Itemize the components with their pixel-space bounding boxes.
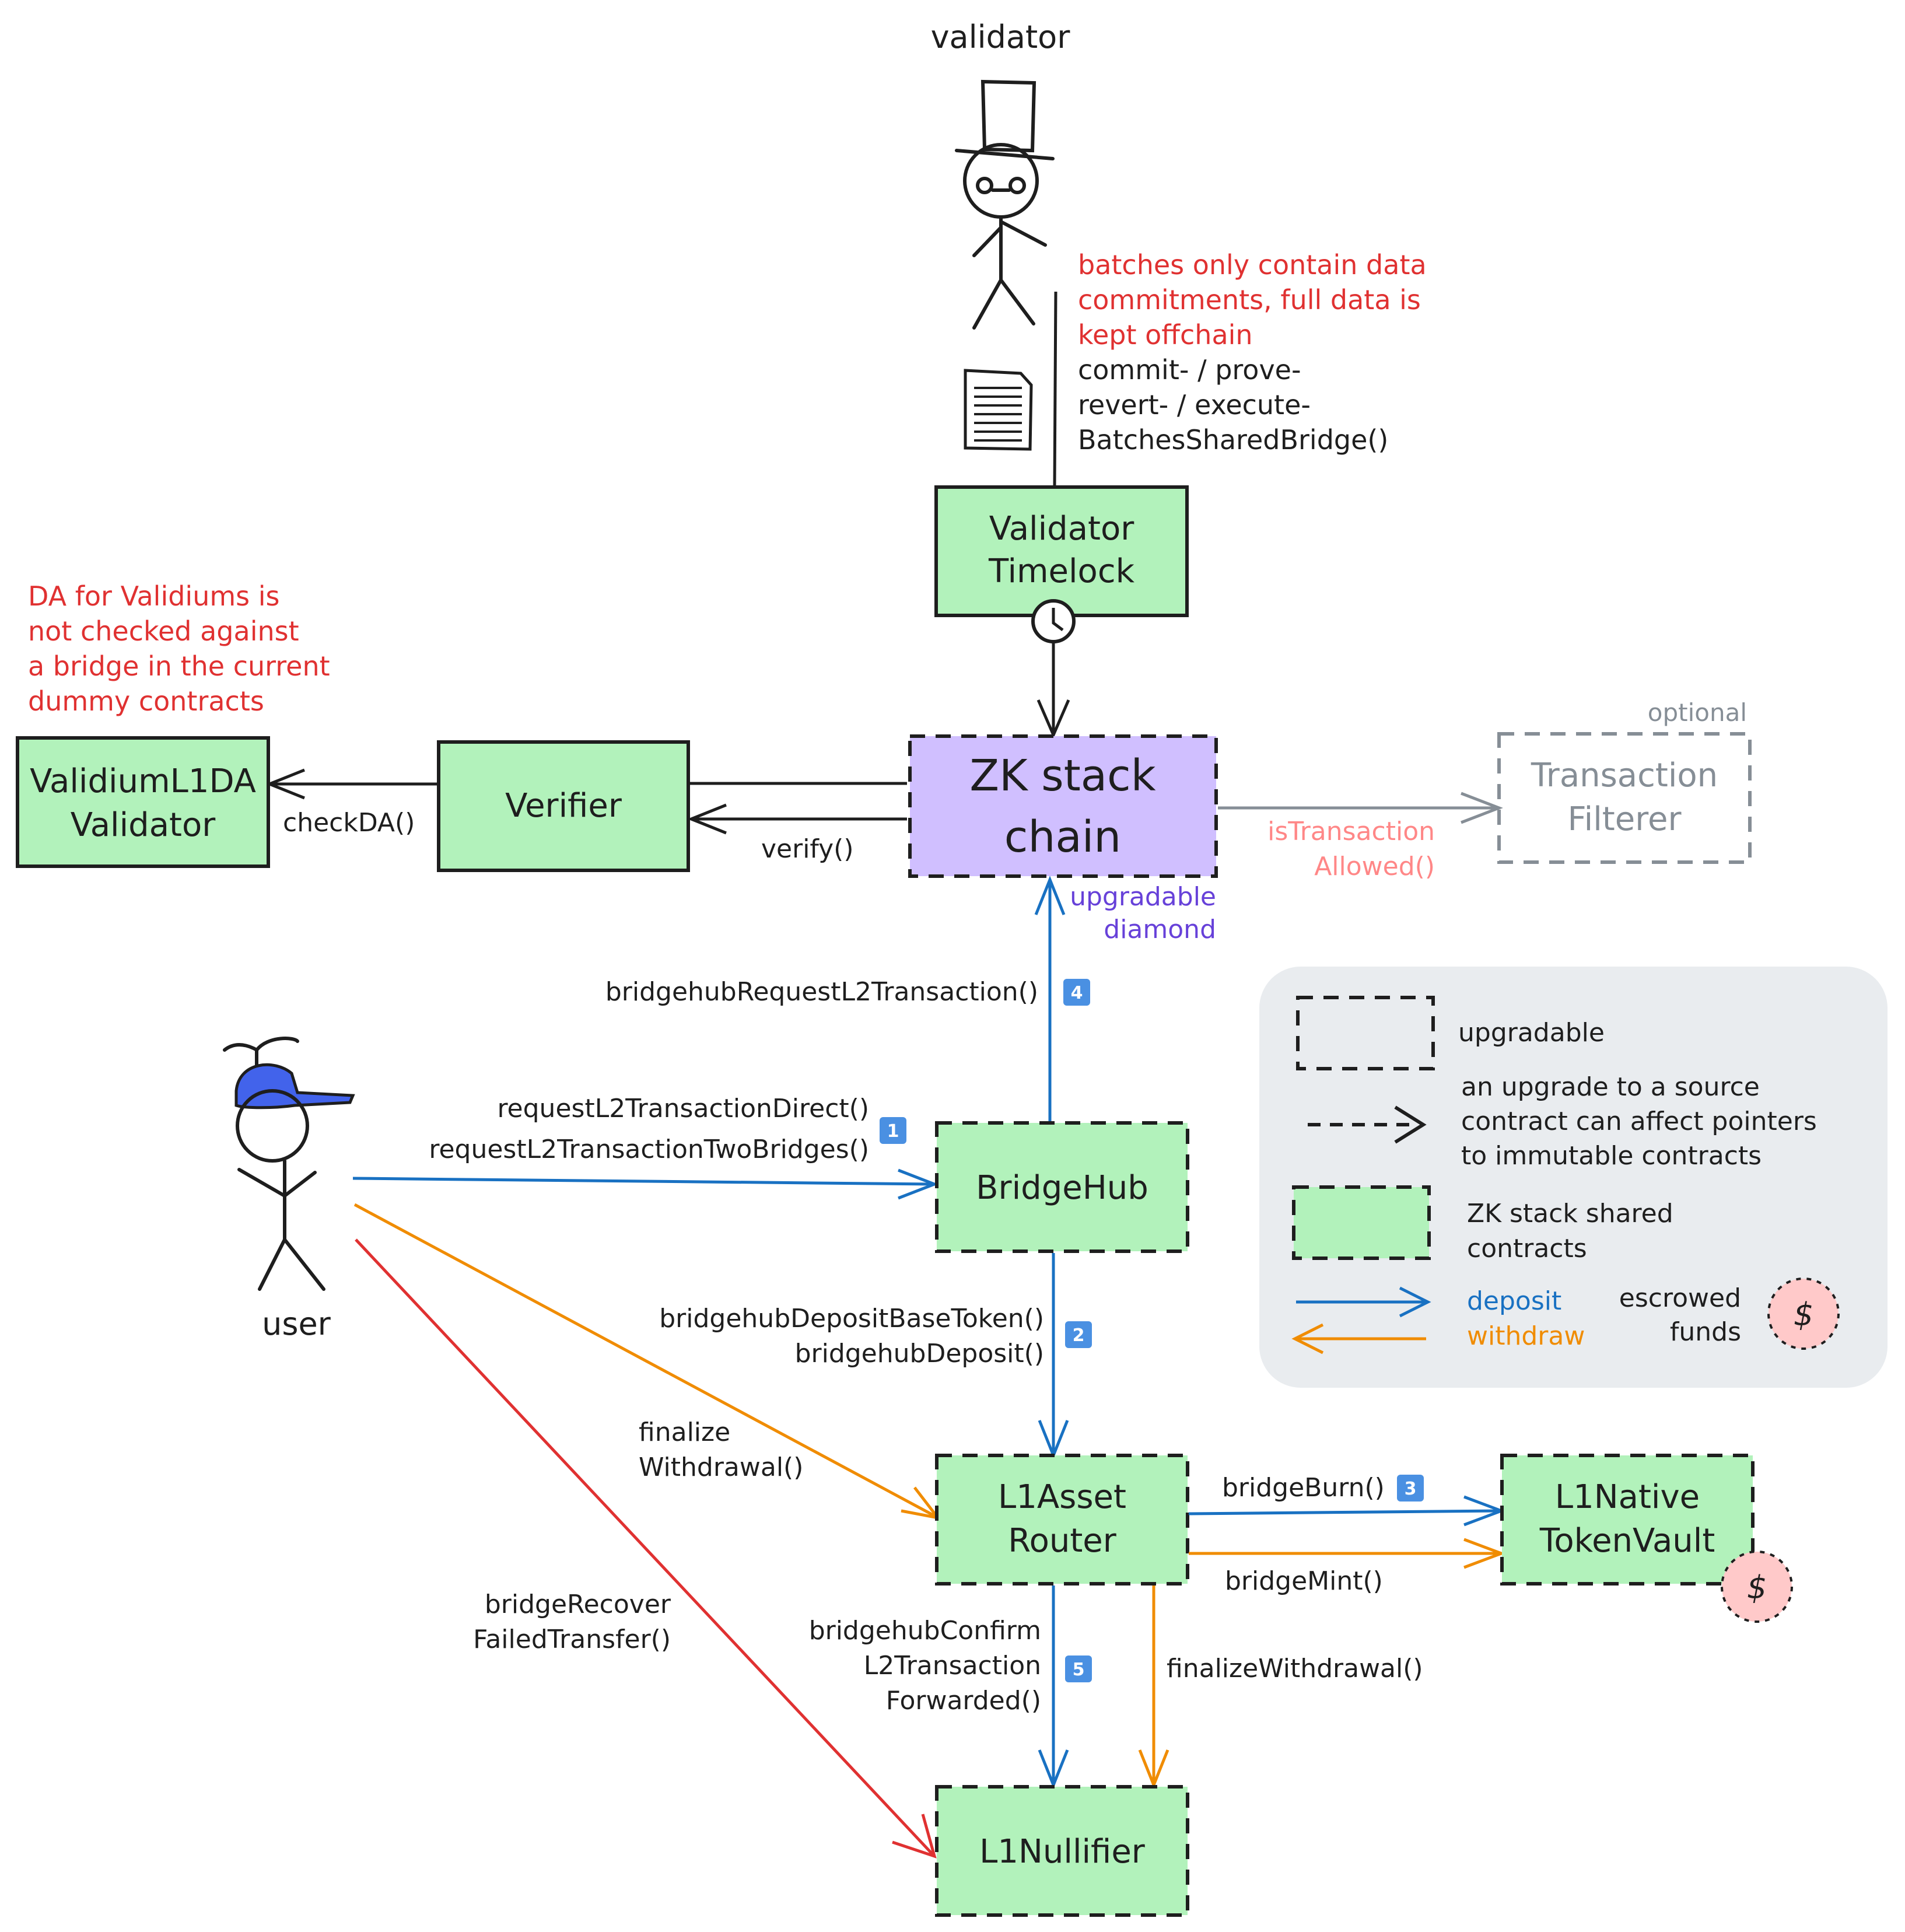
svg-text:1: 1 <box>887 1121 899 1142</box>
user-label: user <box>262 1306 331 1342</box>
validator-stick-figure-icon <box>955 79 1055 330</box>
svg-text:Filterer: Filterer <box>1568 800 1682 838</box>
legend-withdraw-label: withdraw <box>1467 1321 1585 1351</box>
clock-icon <box>1031 599 1076 643</box>
svg-text:Router: Router <box>1008 1522 1117 1560</box>
svg-text:Timelock: Timelock <box>988 552 1135 590</box>
bridge-burn-arrow <box>1188 1509 1501 1516</box>
svg-text:L1Native: L1Native <box>1555 1478 1700 1516</box>
legend-upgrade-pointer-line-3: to immutable contracts <box>1461 1141 1762 1171</box>
svg-text:TokenVault: TokenVault <box>1539 1522 1715 1560</box>
badge-3: 3 <box>1397 1475 1424 1502</box>
svg-text:chain: chain <box>1004 812 1121 862</box>
verify-label: verify() <box>761 834 854 864</box>
deposit-base-token-label: bridgehubDepositBaseToken() <box>659 1304 1044 1334</box>
verifier-box: Verifier <box>437 740 690 872</box>
vault-escrow-dollar: $ <box>1747 1569 1767 1606</box>
bridge-recover-line-2: FailedTransfer() <box>473 1625 671 1654</box>
vault-escrow-icon <box>1721 1550 1793 1623</box>
svg-text:5: 5 <box>1073 1660 1085 1680</box>
nullifier-box: L1Nullifier <box>935 1785 1189 1917</box>
user-to-asset-router-withdraw-arrow <box>353 1203 937 1518</box>
svg-text:Transaction: Transaction <box>1531 757 1718 794</box>
document-icon <box>964 369 1033 451</box>
request-direct-line-2: requestL2TransactionTwoBridges() <box>429 1135 869 1164</box>
note-batch-functions-line-3: BatchesSharedBridge() <box>1078 424 1388 456</box>
legend-deposit-label: deposit <box>1467 1286 1561 1316</box>
validator-to-timelock-line <box>1053 291 1057 486</box>
upgradable-diamond-line-1: upgradable <box>1070 882 1216 912</box>
validium-da-validator-box: ValidiumL1DA Validator <box>16 736 270 868</box>
transaction-filterer-box: Transaction Filterer <box>1497 732 1752 864</box>
legend-escrow-dollar: $ <box>1794 1296 1813 1333</box>
upgradable-diamond-line-2: diamond <box>1104 915 1216 944</box>
legend-deposit-arrow <box>1296 1286 1431 1318</box>
legend-escrow-icon <box>1767 1278 1840 1350</box>
asset-router-box: L1Asset Router <box>935 1454 1189 1586</box>
note-batch-functions-line-1: commit- / prove- <box>1078 354 1301 386</box>
check-da-label: checkDA() <box>283 808 415 838</box>
bridgehub-box: BridgeHub <box>935 1121 1189 1253</box>
legend-escrowed-line-1: escrowed <box>1619 1283 1741 1313</box>
legend-escrowed-line-2: funds <box>1670 1317 1741 1347</box>
badge-4: 4 <box>1063 979 1090 1006</box>
note-data-commitments-line-3: kept offchain <box>1078 319 1253 351</box>
svg-text:BridgeHub: BridgeHub <box>976 1169 1148 1207</box>
validator-label: validator <box>931 19 1071 55</box>
zk-stack-chain-box: ZK stack chain <box>908 734 1218 878</box>
svg-text:L1Asset: L1Asset <box>998 1478 1126 1516</box>
user-to-nullifier-recover-arrow <box>355 1238 934 1856</box>
bridge-burn-label: bridgeBurn() <box>1222 1473 1385 1503</box>
native-token-vault-box: L1Native TokenVault <box>1500 1454 1755 1586</box>
note-da-validiums-line-4: dummy contracts <box>28 685 264 717</box>
request-direct-line-1: requestL2TransactionDirect() <box>497 1094 869 1124</box>
note-da-validiums-line-1: DA for Validiums is <box>28 580 280 612</box>
confirm-forwarded-line-3: Forwarded() <box>886 1686 1041 1716</box>
optional-label: optional <box>1648 698 1747 727</box>
bridge-mint-label: bridgeMint() <box>1225 1566 1383 1596</box>
legend-panel <box>1259 967 1888 1388</box>
svg-text:Validator: Validator <box>989 510 1134 548</box>
svg-text:4: 4 <box>1071 983 1083 1003</box>
legend-shared-line-2: contracts <box>1467 1234 1587 1264</box>
svg-text:Validator: Validator <box>71 806 216 844</box>
legend-dashed-arrow <box>1308 1105 1427 1144</box>
legend: upgradable an upgrade to a source contra… <box>1259 967 1888 1388</box>
note-data-commitments-line-2: commitments, full data is <box>1078 284 1421 316</box>
badge-2: 2 <box>1065 1321 1092 1348</box>
legend-shared-line-1: ZK stack shared <box>1467 1199 1673 1228</box>
note-batch-functions-line-2: revert- / execute- <box>1078 389 1311 421</box>
confirm-forwarded-line-1: bridgehubConfirm <box>809 1616 1041 1646</box>
svg-text:3: 3 <box>1405 1479 1417 1499</box>
svg-text:ZK stack: ZK stack <box>969 751 1155 801</box>
legend-upgradable-label: upgradable <box>1458 1018 1605 1048</box>
finalize-withdrawal-user-line-2: Withdrawal() <box>639 1452 803 1482</box>
svg-text:L1Nullifier: L1Nullifier <box>979 1833 1146 1871</box>
legend-shared-swatch <box>1292 1185 1431 1260</box>
is-transaction-allowed-line-2: Allowed() <box>1314 852 1435 881</box>
bridge-recover-line-1: bridgeRecover <box>485 1590 671 1619</box>
svg-text:2: 2 <box>1073 1325 1085 1346</box>
bridgehub-request-label: bridgehubRequestL2Transaction() <box>605 977 1038 1007</box>
user-stick-figure-icon <box>223 1037 355 1291</box>
is-transaction-allowed-line-1: isTransaction <box>1267 817 1435 846</box>
legend-withdraw-arrow <box>1291 1323 1426 1354</box>
note-data-commitments-line-1: batches only contain data <box>1078 249 1427 281</box>
finalize-withdrawal-label: finalizeWithdrawal() <box>1167 1654 1423 1684</box>
finalize-withdrawal-user-line-1: finalize <box>639 1418 730 1447</box>
note-da-validiums-line-2: not checked against <box>28 615 299 647</box>
legend-upgrade-pointer-line-1: an upgrade to a source <box>1461 1072 1760 1102</box>
badge-1: 1 <box>880 1117 906 1144</box>
note-da-validiums-line-3: a bridge in the current <box>28 650 330 682</box>
bridgehub-deposit-label: bridgehubDeposit() <box>795 1339 1044 1368</box>
svg-text:Verifier: Verifier <box>505 787 622 825</box>
svg-text:ValidiumL1DA: ValidiumL1DA <box>30 762 256 800</box>
validator-timelock-box: Validator Timelock <box>934 485 1189 617</box>
badge-5: 5 <box>1065 1656 1092 1682</box>
user-to-bridgehub-arrow <box>352 1177 934 1186</box>
legend-upgrade-pointer-line-2: contract can affect pointers <box>1461 1107 1817 1136</box>
confirm-forwarded-line-2: L2Transaction <box>864 1651 1041 1681</box>
